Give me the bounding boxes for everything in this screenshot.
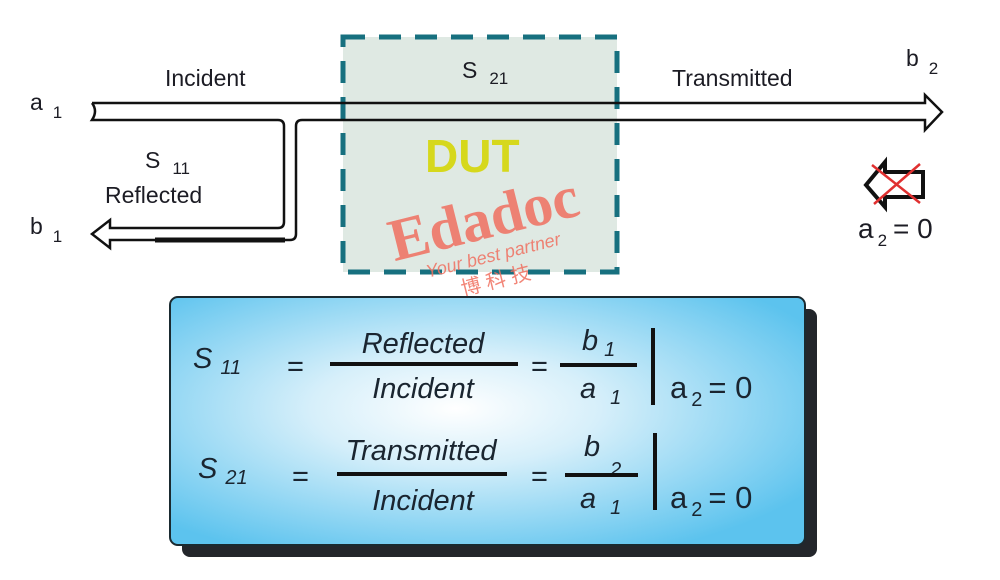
svg-text:=: = <box>292 461 309 493</box>
svg-text:Transmitted: Transmitted <box>346 435 498 467</box>
svg-text:a1: a1 <box>580 373 621 409</box>
dut-box <box>340 34 620 275</box>
svg-text:S21: S21 <box>198 453 248 489</box>
svg-text:a2= 0: a2= 0 <box>670 480 752 521</box>
svg-text:=: = <box>287 351 304 383</box>
svg-text:Reflected: Reflected <box>362 328 485 360</box>
incident-transmitted-arrow <box>89 91 944 251</box>
transmitted-label: Transmitted <box>672 65 793 91</box>
formula-panel <box>169 296 806 546</box>
crossed-a2-arrow-icon <box>863 156 925 213</box>
svg-text:Incident: Incident <box>372 373 476 405</box>
svg-text:S11: S11 <box>193 343 241 379</box>
svg-text:=: = <box>531 351 548 383</box>
svg-text:a1: a1 <box>580 483 621 519</box>
svg-text:b1: b1 <box>582 325 615 361</box>
dut-label: DUT <box>425 130 520 182</box>
svg-text:Incident: Incident <box>372 485 476 517</box>
reflected-label: Reflected <box>105 182 202 208</box>
svg-text:=: = <box>531 461 548 493</box>
svg-text:a2= 0: a2= 0 <box>670 370 752 411</box>
incident-label: Incident <box>165 65 246 91</box>
